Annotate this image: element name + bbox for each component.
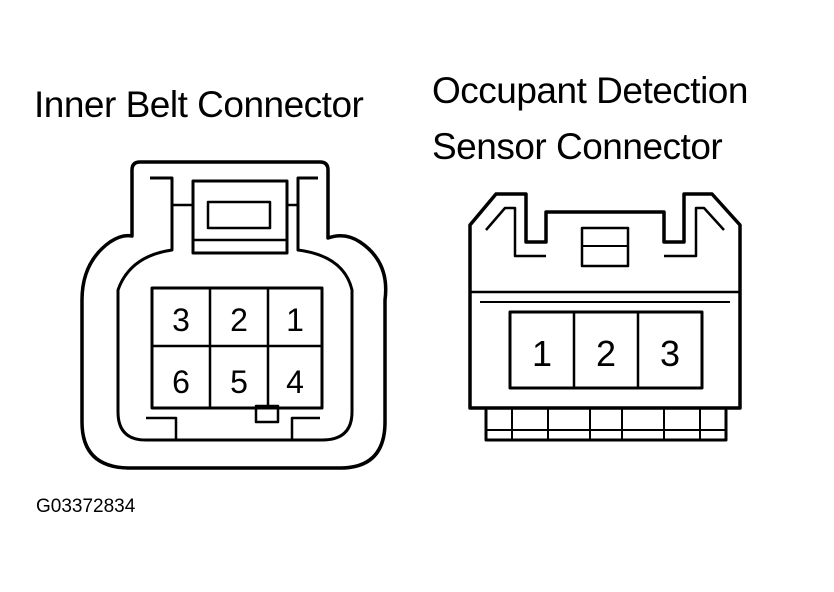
inner-belt-housing-inner [116,176,354,442]
occupant-housing-outer [468,192,742,410]
occupant-bevel-right [664,206,725,258]
inner-belt-connector-label: Inner Belt Connector [34,84,364,125]
inner-pin-top-2: 2 [230,302,248,338]
inner-belt-pin-numbers: 3 2 1 6 5 4 [172,302,304,400]
occupant-bevel-left [485,206,546,258]
occupant-sensor-connector [468,192,742,442]
occupant-pin-3: 3 [660,333,680,374]
inner-belt-housing-outer [80,160,388,470]
inner-belt-key-tab [254,404,280,424]
inner-belt-latch [191,179,289,255]
inner-pin-bottom-1: 6 [172,364,190,400]
occupant-bottom-rail [484,408,728,442]
figure-id: G03372834 [36,496,136,517]
inner-belt-latch-window [206,200,272,230]
occupant-pin-frame [508,310,704,390]
inner-belt-connector [80,160,388,470]
occupant-sensor-label-line1: Occupant Detection [432,70,748,111]
inner-belt-pin-grid [150,286,324,410]
inner-belt-rail-left [146,416,178,440]
occupant-sensor-label-line2: Sensor Connector [432,126,723,167]
inner-pin-top-3: 1 [286,302,304,338]
occupant-pin-1: 1 [532,333,552,374]
occupant-pin-numbers: 1 2 3 [532,333,680,374]
inner-pin-bottom-2: 5 [230,364,248,400]
occupant-pin-2: 2 [596,333,616,374]
inner-pin-bottom-3: 4 [286,364,304,400]
inner-pin-top-1: 3 [172,302,190,338]
inner-belt-rail-right [290,416,320,440]
